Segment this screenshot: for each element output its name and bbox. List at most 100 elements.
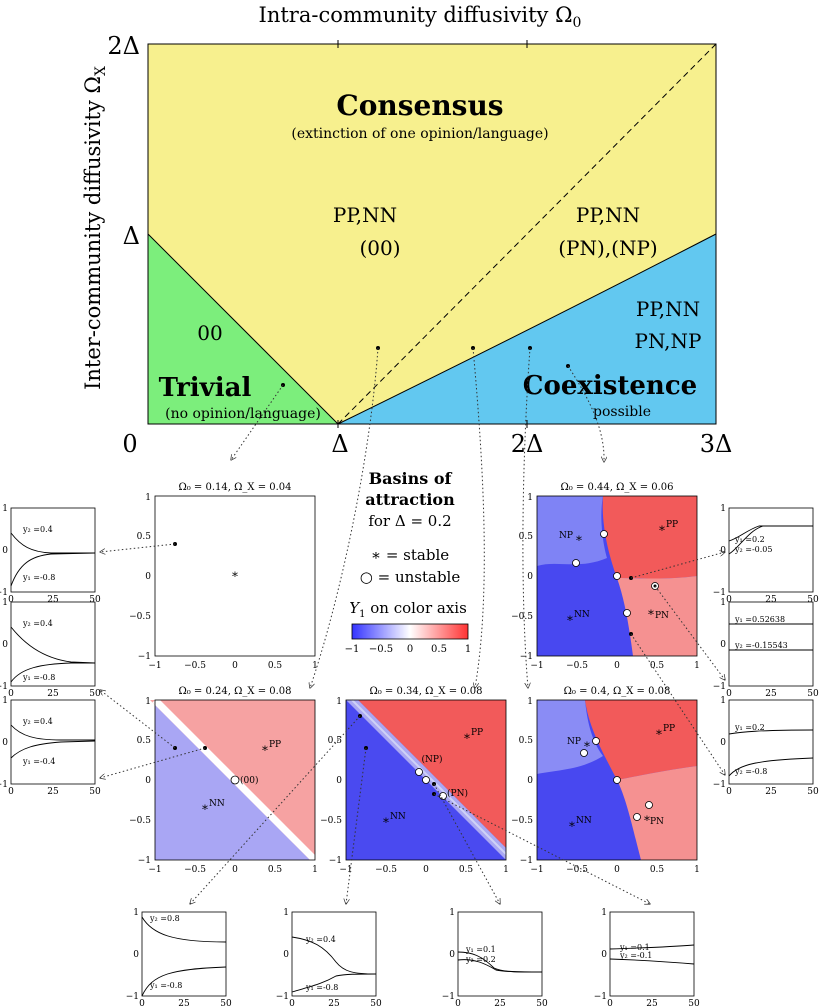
legend-title2: attraction <box>365 490 455 509</box>
ts-y-tick: 1 <box>601 908 607 918</box>
ts-x-tick: 50 <box>807 689 819 699</box>
ts-y-tick: 1 <box>720 598 726 608</box>
ts-label: y₂ =-0.8 <box>734 767 767 776</box>
ts-y-tick: −1 <box>0 588 8 598</box>
ts-label: y₂ =-0.05 <box>734 545 773 554</box>
trivial-title: Trivial <box>159 373 252 403</box>
ts-y-tick: 1 <box>2 504 8 514</box>
right-line1: PP,NN <box>576 203 640 227</box>
ts-y-tick: −1 <box>442 992 455 1002</box>
ts-label: y₁ =0.1 <box>619 943 650 952</box>
ts-x-tick: 50 <box>89 689 101 699</box>
ts-x-tick: 0 <box>8 595 14 605</box>
ts-x-tick: 25 <box>47 787 59 797</box>
ts-x-tick: 50 <box>688 999 700 1008</box>
coex-line2: PN,NP <box>635 329 702 353</box>
phase-frame <box>147 43 717 425</box>
tick: 0.5 <box>137 736 152 746</box>
ts-y-tick: 1 <box>133 908 139 918</box>
basin-plot-1: Ω₀ = 0.24, Ω_X = 0.08 ∗ PP ∗ NN (00) −1 … <box>129 686 318 875</box>
ts-tick-labels: 0255010−10255010−10255010−10255010−10255… <box>0 504 819 1008</box>
tick: 0 <box>614 865 620 875</box>
tick: 1 <box>312 865 318 875</box>
ts-x-tick: 0 <box>726 787 732 797</box>
timeseries-plot-3: y₁ =0.2 y₂ =-0.05 <box>728 507 814 593</box>
ts-x-tick: 0 <box>607 999 613 1008</box>
coexistence-sub: possible <box>593 404 651 420</box>
top-axis-label: Intra-community diffusivity Ω0 <box>259 3 582 31</box>
ts-y-tick: 0 <box>2 738 8 748</box>
ts-frame <box>10 601 96 687</box>
basin-ticks: −1 −0.5 0 0.5 1 −1 −0.5 0 0.5 1 <box>129 493 318 671</box>
tick: 0.5 <box>519 736 534 746</box>
tick: 0 <box>527 572 533 582</box>
ts-frame <box>728 507 814 593</box>
ts-label: y₂ =0.4 <box>22 717 53 726</box>
basin-ticks: −1 −0.5 0 0.5 1 −1 −0.5 0 0.5 1 <box>320 697 509 875</box>
tick: 0 <box>423 865 429 875</box>
timeseries-plot-9: y₁ =0.1 y₂ =-0.1 <box>609 911 695 997</box>
consensus-sub: (extinction of one opinion/language) <box>291 126 548 142</box>
unstable-marker <box>633 813 641 821</box>
ts-y-tick: 1 <box>283 908 289 918</box>
basin-frame <box>345 699 507 861</box>
ts-curve-y2 <box>10 626 96 664</box>
basin-frame <box>154 699 316 861</box>
basin-pn-region <box>617 766 697 860</box>
stable-marker: ∗ <box>647 605 655 619</box>
basin-label: NN <box>390 812 406 822</box>
basin-label: PP <box>663 724 675 734</box>
ts-curve-y2 <box>10 724 95 741</box>
basin-label: (00) <box>240 775 258 786</box>
tick: −0.5 <box>566 661 588 671</box>
ts-frame <box>609 911 695 997</box>
trivial-state: 00 <box>197 321 222 345</box>
tick: −0.5 <box>320 816 342 826</box>
unstable-marker <box>613 776 621 784</box>
basin-label: PN <box>650 817 664 827</box>
timeseries-plot-6: y₂ =0.8 y₁ =-0.8 <box>141 911 227 997</box>
ts-x-tick: 25 <box>47 595 59 605</box>
y-tick-2delta: 2Δ <box>107 32 140 60</box>
consensus-title: Consensus <box>336 89 503 122</box>
ts-label: y₁ =-0.8 <box>22 673 55 682</box>
legend-stable: ∗ = stable <box>371 546 449 564</box>
tick: −1 <box>148 661 161 671</box>
unstable-marker <box>600 530 608 538</box>
timeseries-plot-1: y₂ =0.4 y₁ =-0.8 <box>10 601 96 687</box>
stable-marker: ∗ <box>566 611 574 625</box>
stable-marker: ∗ <box>201 800 209 814</box>
ts-y-tick: 0 <box>2 640 8 650</box>
unstable-marker <box>439 792 447 800</box>
trivial-boundary <box>147 233 339 425</box>
ts-label: y₂ =0.2 <box>465 955 496 964</box>
ts-frame <box>10 699 96 785</box>
stable-marker: ∗ <box>583 737 591 751</box>
tick: 0.5 <box>268 661 283 671</box>
ts-x-tick: 25 <box>765 595 777 605</box>
ts-x-tick: 0 <box>726 595 732 605</box>
basin-title: Ω₀ = 0.24, Ω_X = 0.08 <box>178 686 291 697</box>
tick: 0 <box>527 776 533 786</box>
tick: −1 <box>148 865 161 875</box>
colorbar-tick: 0.5 <box>431 644 447 655</box>
tick: −0.5 <box>511 612 533 622</box>
unstable-marker <box>572 559 580 567</box>
ts-x-tick: 50 <box>89 787 101 797</box>
ts-x-tick: 0 <box>8 787 14 797</box>
connector-arrow <box>310 347 379 688</box>
basin-frame <box>536 495 698 657</box>
colorbar-tick: −0.5 <box>369 644 393 655</box>
timeseries-plot-7: y₂ =0.4 y₁ =-0.8 <box>291 911 377 997</box>
tick: 0.5 <box>650 865 665 875</box>
tick: 0.5 <box>459 865 474 875</box>
connector-arrow <box>522 347 530 688</box>
ts-label: y₁ =0.2 <box>734 723 765 732</box>
connector-arrow <box>231 384 284 460</box>
ts-y-tick: −1 <box>0 780 8 790</box>
tick: 0 <box>145 776 151 786</box>
basin-label-np: (NP) <box>422 754 443 765</box>
tick: −1 <box>329 856 342 866</box>
ts-y-tick: 1 <box>2 598 8 608</box>
phase-diagram: Intra-community diffusivity Ω0 Inter-com… <box>81 3 732 458</box>
